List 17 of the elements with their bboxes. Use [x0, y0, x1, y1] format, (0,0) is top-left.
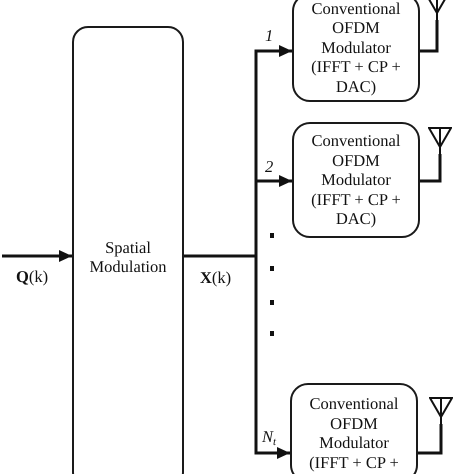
signal-label: X(k)	[200, 269, 232, 287]
antenna-icon	[429, 397, 453, 424]
process-box	[292, 122, 420, 238]
antenna-icon	[428, 127, 452, 154]
box-text: Spatial Modulation	[88, 238, 168, 276]
connector-line	[418, 424, 442, 454]
box-text: Conventional OFDM Modulator (IFFT + CP +	[308, 394, 400, 472]
connector-line	[420, 20, 438, 52]
edge-label: Q(k)	[15, 268, 50, 286]
process-box	[72, 26, 184, 474]
connector-line	[420, 154, 442, 182]
process-box	[292, 0, 420, 102]
edge-label: N$_{t}$	[261, 428, 278, 446]
process-box	[290, 383, 418, 474]
box-text: Conventional OFDM Modulator (IFFT + CP + DAC)	[310, 0, 402, 96]
box-text: Conventional OFDM Modulator (IFFT + CP + DAC)	[310, 131, 402, 229]
arrow	[2, 250, 72, 262]
